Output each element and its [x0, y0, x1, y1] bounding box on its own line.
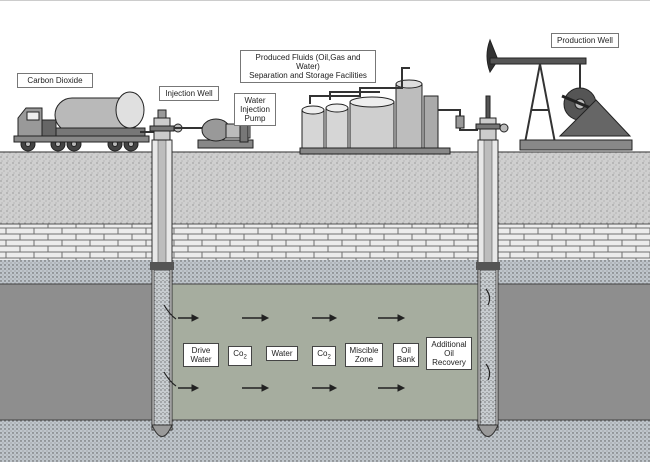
flow-arrow	[178, 314, 200, 322]
production-wellhead	[475, 95, 509, 141]
zone-co2-1-sub: 2	[243, 354, 247, 361]
upper-dotted-layer	[0, 260, 650, 284]
flow-arrow	[242, 384, 270, 392]
flow-arrow	[378, 384, 406, 392]
production-well-bore	[476, 139, 500, 437]
separation-storage-facilities	[299, 67, 478, 155]
flow-arrow	[378, 314, 406, 322]
pump-jack	[486, 38, 633, 151]
zone-co2-1: Co2	[228, 346, 252, 366]
zone-additional-oil-recovery: Additional Oil Recovery	[426, 337, 472, 370]
brick-rock-layer	[0, 224, 650, 260]
zone-co2-2-sub: 2	[327, 354, 331, 361]
zone-miscible: Miscible Zone	[345, 343, 383, 367]
label-carbon-dioxide: Carbon Dioxide	[17, 73, 93, 88]
zone-oil-bank: Oil Bank	[393, 343, 419, 367]
flow-arrow	[178, 384, 200, 392]
zone-drive-water: Drive Water	[183, 343, 219, 367]
zone-co2-2: Co2	[312, 346, 336, 366]
flow-arrow	[312, 384, 338, 392]
water-injection-pump	[197, 118, 254, 149]
label-water-injection-pump: Water Injection Pump	[234, 93, 276, 126]
zone-water: Water	[266, 346, 298, 361]
flow-arrow	[242, 314, 270, 322]
label-production-well: Production Well	[551, 33, 619, 48]
co2-tanker-truck	[13, 91, 150, 152]
zone-co2-2-text: Co	[317, 349, 328, 358]
injection-wellhead	[149, 109, 205, 141]
zone-co2-1-text: Co	[233, 349, 244, 358]
injection-well-bore	[150, 139, 177, 437]
surface-soil-layer	[0, 152, 650, 224]
flow-arrow	[312, 314, 338, 322]
lower-dotted-layer	[0, 420, 650, 462]
flow-arrows	[178, 314, 406, 392]
label-injection-well: Injection Well	[159, 86, 219, 101]
label-produced-fluids: Produced Fluids (Oil,Gas and Water) Sepa…	[240, 50, 376, 83]
